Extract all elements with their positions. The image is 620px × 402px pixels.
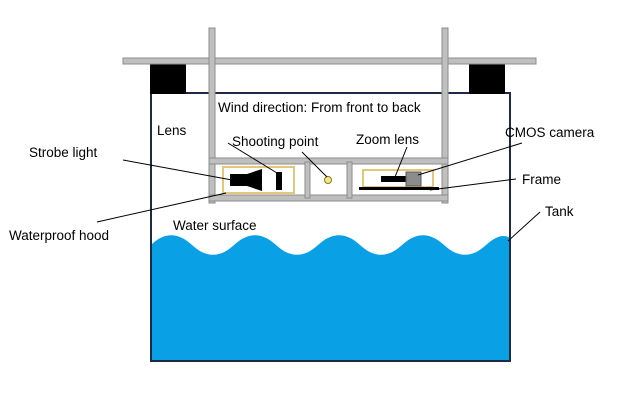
zoom-lens-icon <box>381 176 406 182</box>
frame-post-right <box>441 27 449 204</box>
lens-icon <box>276 172 282 190</box>
zoom-lens-label: Zoom lens <box>356 132 419 147</box>
frame-post-left <box>208 27 216 204</box>
waterproof-hood-label: Waterproof hood <box>9 228 109 243</box>
leader-waterproof-hood <box>96 192 227 223</box>
camera-rail <box>359 187 439 190</box>
support-block-left <box>150 64 186 94</box>
leader-strobe-light <box>122 159 233 181</box>
support-block-right <box>469 64 505 94</box>
frame-label: Frame <box>522 172 561 187</box>
leader-lens <box>227 142 278 174</box>
tank-label: Tank <box>545 204 574 219</box>
leader-zoom-lens <box>394 146 408 178</box>
frame-divider-1 <box>304 161 311 199</box>
lens-label: Lens <box>157 123 187 138</box>
tank <box>150 92 511 362</box>
top-beam <box>122 57 537 65</box>
leader-cmos-camera <box>417 142 523 176</box>
wind-direction-label: Wind direction: From front to back <box>218 100 421 115</box>
leader-tank <box>507 211 541 242</box>
leader-shooting-point <box>301 151 328 178</box>
water-surface-label: Water surface <box>173 218 257 233</box>
leader-frame <box>429 178 517 191</box>
frame-rail-lower <box>208 194 449 202</box>
waterproof-hood-left <box>222 166 295 194</box>
shooting-point-label: Shooting point <box>232 134 319 149</box>
strobe-light-icon <box>230 169 262 191</box>
strobe-light-label: Strobe light <box>29 145 98 160</box>
cmos-camera-label: CMOS camera <box>505 125 595 140</box>
cmos-camera-icon <box>405 171 422 187</box>
frame-divider-2 <box>346 161 353 199</box>
frame-rail-upper <box>208 157 449 165</box>
leader-lines <box>96 142 541 242</box>
water-body <box>151 235 510 361</box>
shooting-point-marker <box>324 176 332 184</box>
